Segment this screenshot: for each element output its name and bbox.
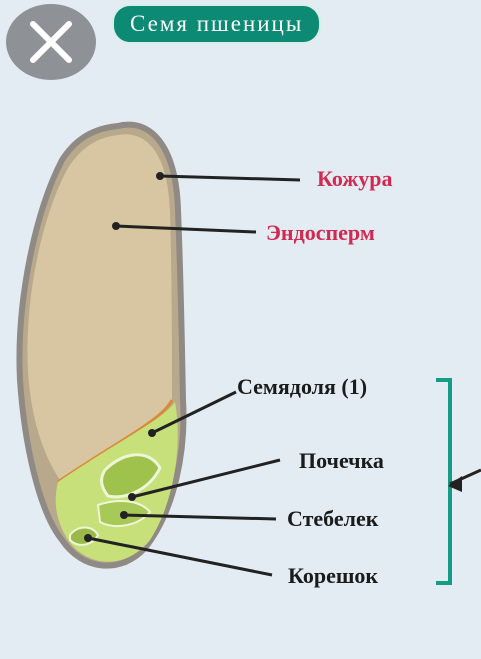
diagram-title: Семя пшеницы — [112, 4, 322, 44]
bud-pointer — [131, 458, 281, 499]
close-button[interactable] — [6, 4, 96, 80]
label-root: Корешок — [288, 563, 379, 588]
bud-shape — [100, 453, 162, 499]
label-peel: Кожура — [317, 166, 393, 191]
endosperm-region — [27, 134, 172, 480]
stem-pointer — [123, 513, 277, 521]
label-endosperm: Эндосперм — [266, 220, 375, 245]
peel-pointer — [159, 174, 301, 182]
cotyledon-pointer — [151, 390, 237, 435]
embryo-bracket — [436, 378, 452, 585]
label-stem: Стебелек — [287, 506, 379, 531]
root-pointer — [87, 536, 273, 577]
close-x-icon — [30, 21, 72, 63]
endosperm-pointer — [115, 224, 257, 234]
label-bud: Почечка — [299, 448, 384, 473]
label-cotyledon: Семядоля (1) — [237, 374, 368, 399]
